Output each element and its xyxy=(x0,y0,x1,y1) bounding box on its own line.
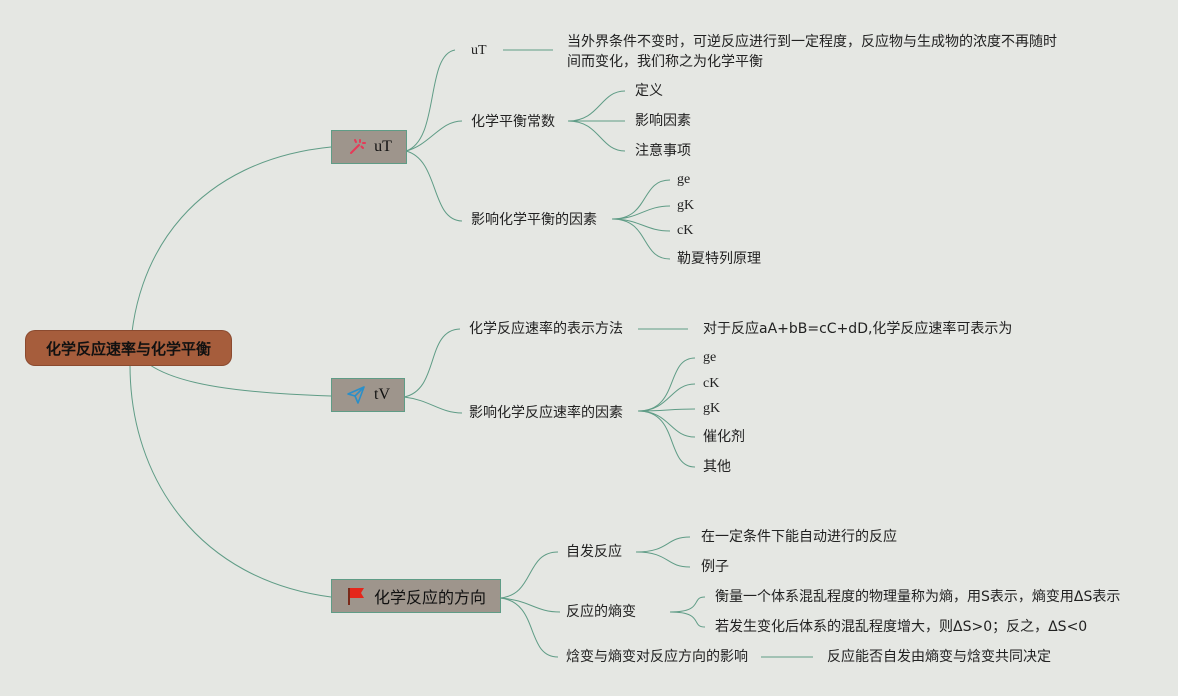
subtopic-enthalpy-entropy-direction[interactable]: 焓变与熵变对反应方向的影响 xyxy=(566,649,748,665)
leaf-le-chatelier[interactable]: 勒夏特列原理 xyxy=(677,251,761,267)
leaf-ck[interactable]: cK xyxy=(703,376,720,391)
leaf-influencing-factors[interactable]: 影响因素 xyxy=(635,113,691,129)
leaf-examples[interactable]: 例子 xyxy=(701,559,729,575)
leaf-catalyst[interactable]: 催化剂 xyxy=(703,429,745,445)
leaf-ge[interactable]: ge xyxy=(703,350,717,365)
leaf-gk[interactable]: gK xyxy=(703,401,721,416)
subtopic-equilibrium-factors[interactable]: 影响化学平衡的因素 xyxy=(471,212,597,228)
leaf-definition[interactable]: 定义 xyxy=(635,83,663,99)
paper-plane-icon xyxy=(346,385,366,405)
leaf-spontaneity-determined[interactable]: 反应能否自发由熵变与焓变共同决定 xyxy=(827,649,1051,665)
leaf-entropy-definition[interactable]: 衡量一个体系混乱程度的物理量称为熵，用S表示，熵变用ΔS表示 xyxy=(715,589,1121,605)
branch-topic-tv[interactable]: tV xyxy=(331,378,405,412)
leaf-equilibrium-definition-line2[interactable]: 间而变化，我们称之为化学平衡 xyxy=(567,54,763,70)
leaf-ck[interactable]: cK xyxy=(677,223,694,238)
subtopic-ut[interactable]: uT xyxy=(471,43,487,58)
flag-icon xyxy=(346,586,366,606)
subtopic-rate-expression[interactable]: 化学反应速率的表示方法 xyxy=(469,321,623,337)
leaf-ge[interactable]: ge xyxy=(677,172,691,187)
magic-wand-icon xyxy=(346,137,367,157)
subtopic-entropy-change[interactable]: 反应的熵变 xyxy=(566,604,636,620)
subtopic-rate-factors[interactable]: 影响化学反应速率的因素 xyxy=(469,405,623,421)
leaf-equilibrium-definition-line1[interactable]: 当外界条件不变时，可逆反应进行到一定程度，反应物与生成物的浓度不再随时 xyxy=(567,34,1057,50)
root-topic[interactable]: 化学反应速率与化学平衡 xyxy=(26,331,231,365)
leaf-spontaneous-definition[interactable]: 在一定条件下能自动进行的反应 xyxy=(701,529,897,545)
branch-topic-reaction-direction[interactable]: 化学反应的方向 xyxy=(331,579,501,613)
leaf-rate-expression[interactable]: 对于反应aA+bB=cC+dD,化学反应速率可表示为 xyxy=(703,321,1013,337)
leaf-entropy-increase[interactable]: 若发生变化后体系的混乱程度增大，则ΔS>0；反之，ΔS<0 xyxy=(715,619,1088,635)
leaf-gk[interactable]: gK xyxy=(677,198,695,213)
subtopic-equilibrium-constant[interactable]: 化学平衡常数 xyxy=(471,114,555,130)
leaf-notes[interactable]: 注意事项 xyxy=(635,143,691,159)
subtopic-spontaneous-reaction[interactable]: 自发反应 xyxy=(566,544,622,560)
leaf-other[interactable]: 其他 xyxy=(703,459,731,475)
branch-topic-ut[interactable]: uT xyxy=(331,130,407,164)
